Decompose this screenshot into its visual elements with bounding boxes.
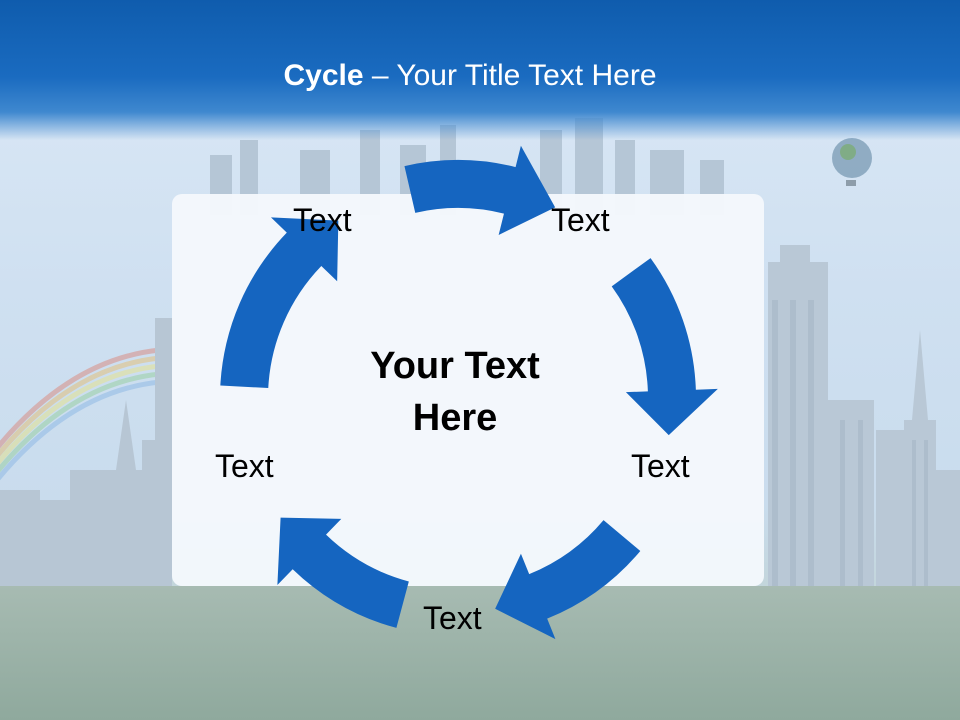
node-label-top-right: Text (551, 202, 610, 238)
curved-arrow-icon (495, 520, 641, 640)
node-label-bottom: Text (423, 600, 482, 636)
grass-ground (0, 586, 960, 720)
title-band (0, 0, 960, 140)
slide-title: Cycle – Your Title Text Here (0, 56, 940, 96)
skyline-left (0, 318, 172, 600)
title-rest-part: – Your Title Text Here (363, 59, 657, 92)
node-label-right: Text (631, 448, 690, 484)
node-label-top-left: Text (293, 202, 352, 238)
curved-arrow-icon (220, 217, 339, 389)
curved-arrow-icon (404, 145, 556, 235)
curved-arrow-icon (611, 258, 718, 436)
curved-arrow-icon (277, 517, 409, 628)
rainbow-decoration (0, 347, 161, 481)
skyline-right-shading (772, 300, 928, 600)
center-text: Your Text Here (370, 345, 540, 439)
title-bold-part: Cycle (283, 59, 364, 92)
node-label-left: Text (215, 448, 274, 484)
balloon-decoration (832, 138, 872, 186)
